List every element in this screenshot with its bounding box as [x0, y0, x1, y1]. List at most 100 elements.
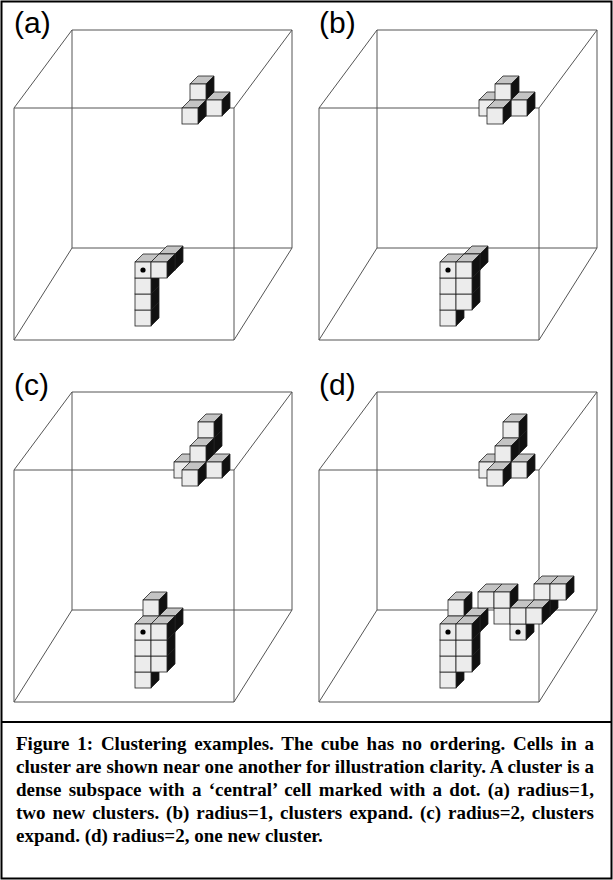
cube-edge	[539, 610, 597, 702]
cell-cluster	[479, 76, 535, 124]
cell-front	[511, 100, 527, 116]
cell-side	[464, 592, 472, 616]
cell-front	[487, 108, 503, 124]
cell-front	[151, 624, 167, 640]
cube-edge	[14, 392, 72, 470]
central-dot	[445, 629, 450, 634]
cell-front	[495, 84, 511, 100]
cube-edge	[597, 30, 598, 248]
cube-edge	[319, 610, 377, 702]
cube-edge	[234, 248, 292, 340]
cell-front	[503, 422, 519, 438]
cube-edge	[292, 392, 293, 610]
cube-edge	[234, 470, 235, 702]
cell-cluster	[135, 246, 183, 326]
cell-front	[448, 600, 464, 616]
cell-side	[198, 462, 206, 486]
cube-edge	[292, 30, 293, 248]
cell-front	[511, 462, 527, 478]
cell-side	[566, 576, 574, 600]
cell-side	[510, 584, 518, 608]
cube-edge	[14, 108, 15, 340]
cell-cluster	[440, 246, 488, 326]
cube-edge	[319, 392, 377, 470]
cell-front	[440, 640, 456, 656]
cell-front	[182, 470, 198, 486]
cell-front	[206, 100, 222, 116]
cell-side	[159, 592, 167, 616]
cell-front	[135, 640, 151, 656]
cell-front	[495, 446, 511, 462]
cube-edge	[14, 470, 15, 702]
cube-edge	[14, 340, 234, 341]
cell-side	[480, 608, 488, 632]
cube-edge	[319, 702, 539, 703]
cell-front	[206, 462, 222, 478]
panel-label: (b)	[319, 8, 356, 38]
cube-edge	[234, 392, 292, 470]
cell-front	[135, 294, 151, 310]
cube-edge	[72, 392, 292, 393]
cell-side	[480, 246, 488, 270]
cell-front	[526, 608, 542, 624]
cube-edge	[319, 470, 320, 702]
cell-side	[542, 600, 550, 624]
cell-cluster	[174, 414, 230, 486]
cell-front	[456, 624, 472, 640]
cube-edge	[377, 30, 597, 31]
cell-cluster	[182, 76, 230, 124]
cell-side	[167, 616, 175, 640]
cell-side	[511, 76, 519, 100]
central-dot	[515, 629, 520, 634]
cell-front	[440, 656, 456, 672]
cell-front	[135, 278, 151, 294]
cube-edge	[14, 248, 72, 340]
cube-edge	[377, 392, 378, 610]
cube-edge	[539, 108, 540, 340]
cube-edge	[14, 30, 72, 108]
cell-front	[440, 278, 456, 294]
cell-front	[440, 672, 456, 688]
cell-front	[190, 84, 206, 100]
cell-front	[456, 262, 472, 278]
cell-front	[135, 262, 151, 278]
cell-front	[440, 262, 456, 278]
cube-edge	[539, 30, 597, 108]
cell-front	[135, 624, 151, 640]
cell-front	[456, 294, 472, 310]
cube-edge	[319, 340, 539, 341]
wireframe-cube	[319, 392, 597, 702]
cell-front	[510, 624, 526, 640]
cube-edge	[539, 392, 597, 470]
cell-front	[151, 640, 167, 656]
caption-divider	[2, 721, 612, 723]
cube-edge	[597, 392, 598, 610]
central-dot	[140, 629, 145, 634]
cube-edge	[319, 108, 320, 340]
cell-side	[206, 438, 214, 462]
cube-edge	[234, 30, 292, 108]
cell-front	[487, 470, 503, 486]
wireframe-cube	[14, 392, 292, 702]
cell-side	[503, 100, 511, 124]
cell-side	[472, 616, 480, 640]
cell-front	[198, 422, 214, 438]
cube-edge	[377, 30, 378, 248]
panel-label: (d)	[319, 370, 356, 400]
cell-front	[456, 656, 472, 672]
cell-front	[440, 624, 456, 640]
cell-front	[478, 592, 494, 608]
cell-side	[214, 414, 222, 438]
cell-front	[510, 608, 526, 624]
cell-front	[135, 310, 151, 326]
wireframe-cube	[14, 30, 292, 340]
cube-edge	[319, 30, 377, 108]
wireframe-cube	[319, 30, 597, 340]
cube-edge	[319, 248, 377, 340]
cube-edge	[72, 30, 292, 31]
cell-front	[456, 640, 472, 656]
cell-side	[472, 254, 480, 278]
cell-front	[151, 656, 167, 672]
figure-caption: Figure 1: Clustering examples. The cube …	[16, 732, 594, 847]
cube-edge	[72, 30, 73, 248]
